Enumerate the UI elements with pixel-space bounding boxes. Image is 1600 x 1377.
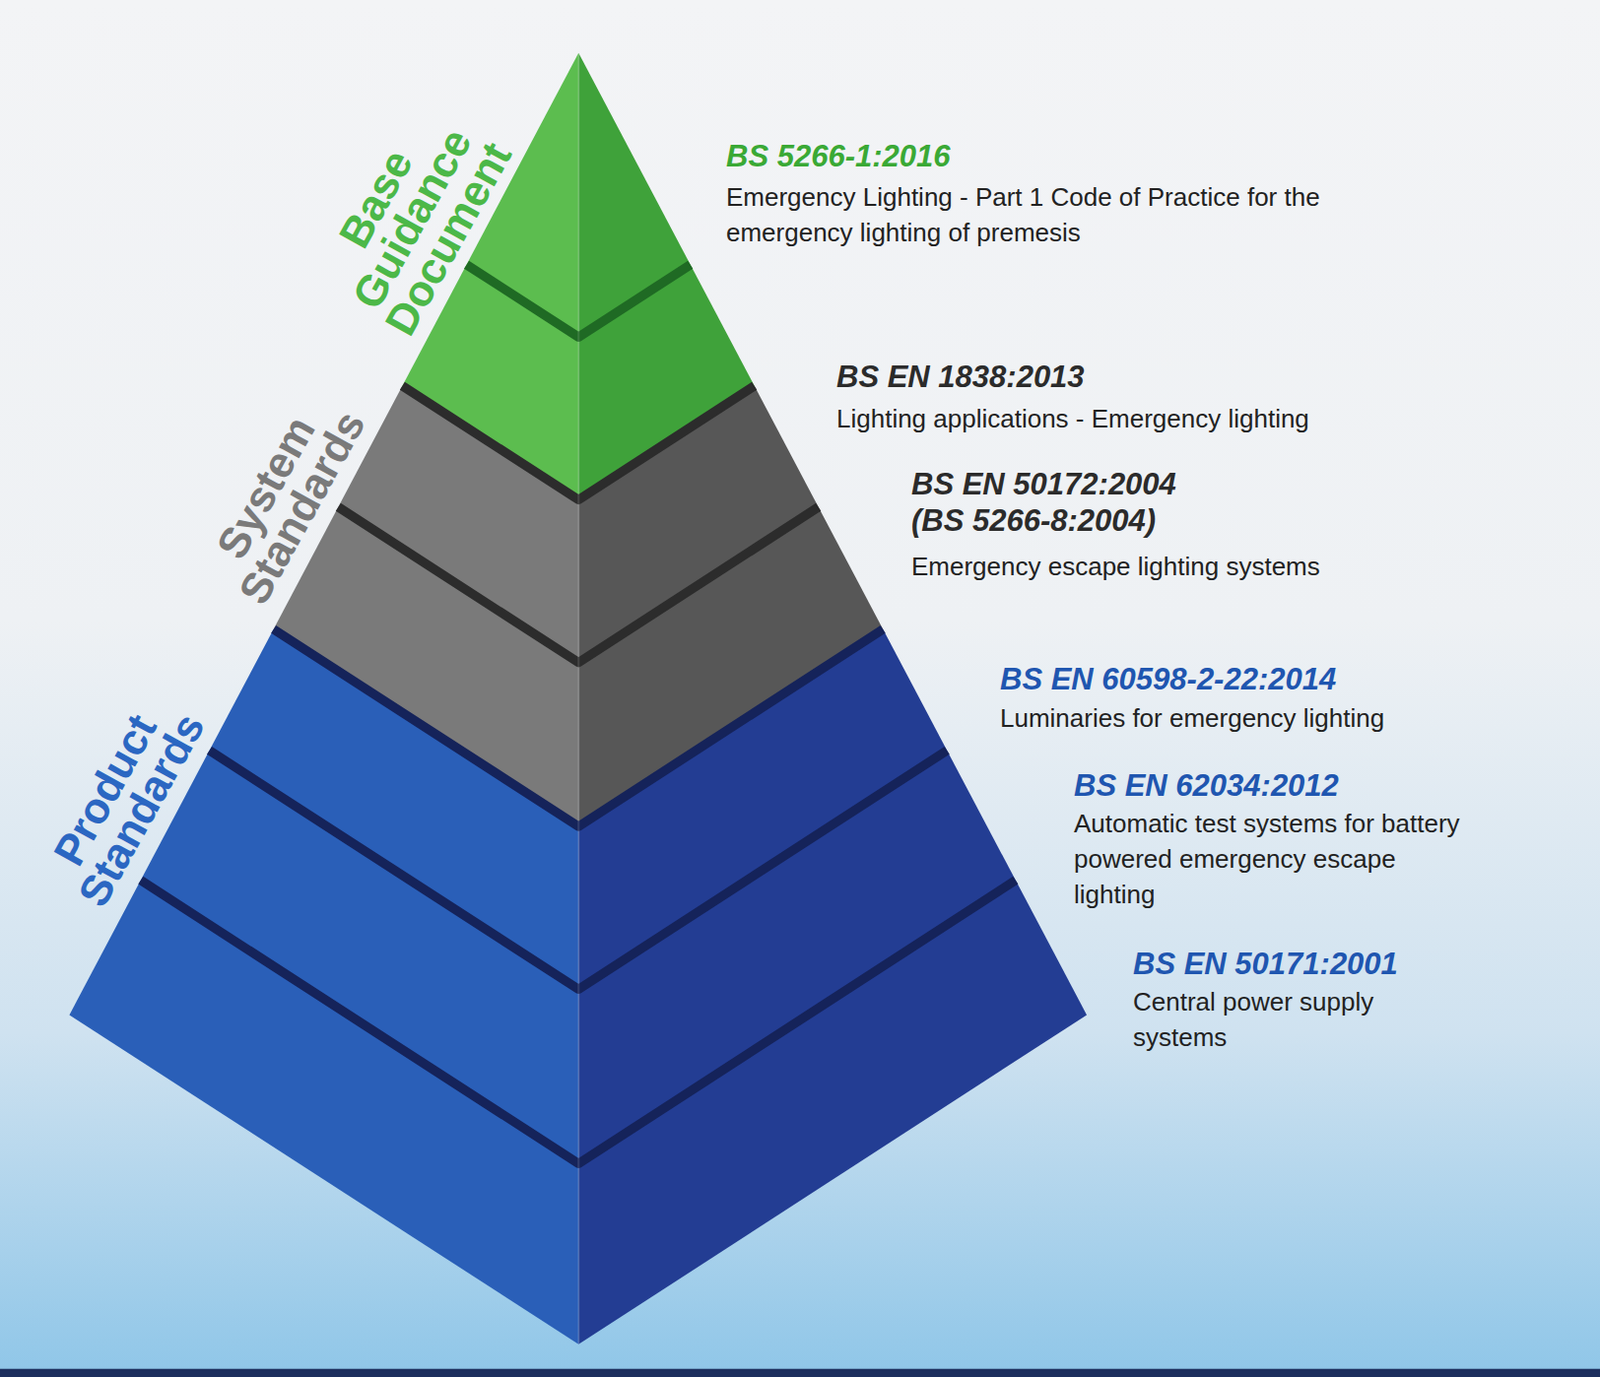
standard-description: Luminaries for emergency lighting — [1000, 700, 1592, 736]
standard-code: BS EN 1838:2013 — [836, 358, 1085, 396]
bottom-bar — [0, 1369, 1600, 1377]
standard-description: Automatic test systems for battery power… — [1073, 805, 1468, 913]
standard-description: Emergency Lighting - Part 1 Code of Prac… — [726, 179, 1357, 251]
standard-code: BS EN 50172:2004 (BS 5266-8:2004) — [911, 466, 1237, 539]
standard-description: Lighting applications - Emergency lighti… — [836, 400, 1527, 437]
standard-description: Emergency escape lighting systems — [911, 548, 1562, 585]
standard-code: BS EN 62034:2012 — [1073, 767, 1339, 804]
standard-code: BS 5266-1:2016 — [726, 137, 951, 175]
standard-code: BS EN 50171:2001 — [1133, 945, 1399, 983]
standard-description: Central power supply systems — [1133, 984, 1439, 1056]
standard-code: BS EN 60598-2-22:2014 — [1000, 661, 1336, 698]
